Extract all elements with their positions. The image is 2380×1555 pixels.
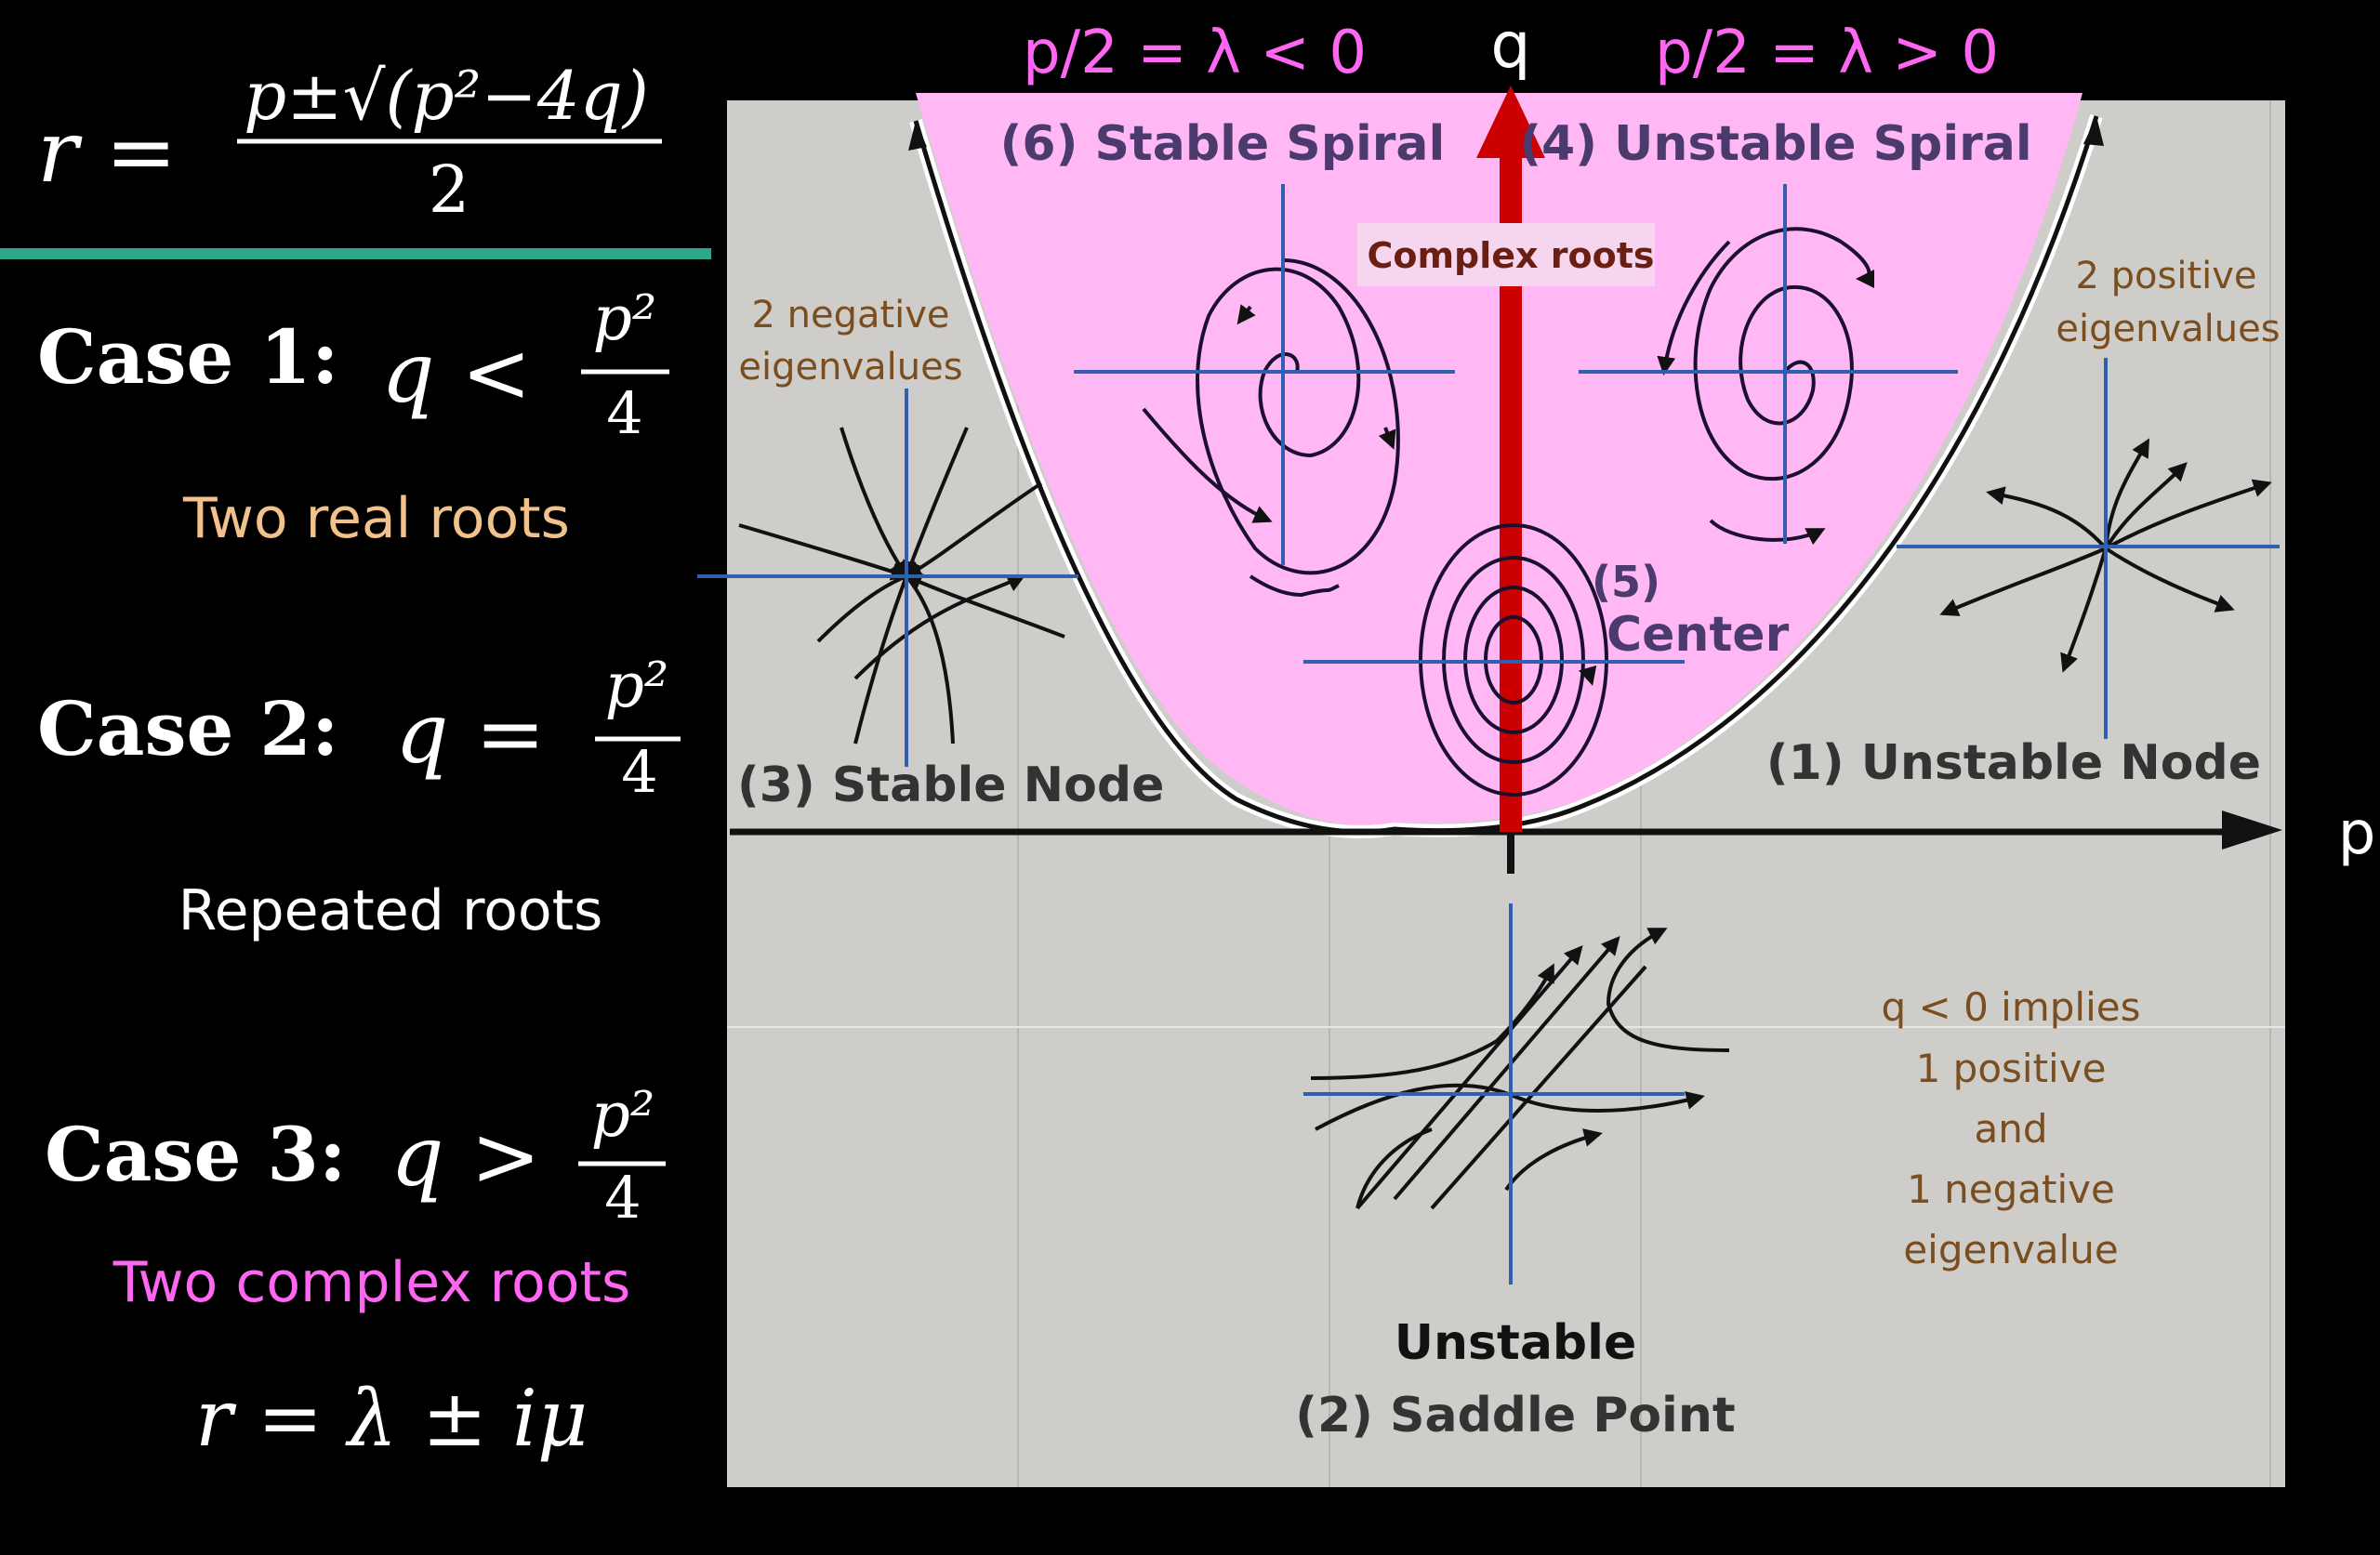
complex-roots-label: Complex roots xyxy=(1367,235,1654,276)
q-axis-letter: q xyxy=(1490,9,1530,83)
unstable-spiral-axes xyxy=(1579,184,1958,544)
stable-node-axes xyxy=(697,389,1078,767)
case-2-description: Repeated roots xyxy=(178,878,603,943)
case-1-numerator: p² xyxy=(593,283,657,354)
unstable-node-axes xyxy=(1897,358,2280,739)
case-2-denominator: 4 xyxy=(621,738,657,806)
stable-node-portrait xyxy=(738,427,1065,745)
formula-denominator: 2 xyxy=(429,152,470,228)
case-2-numerator: p² xyxy=(605,650,669,721)
complex-roots-bg xyxy=(1357,223,1655,286)
q-axis-arrow xyxy=(1476,86,1545,158)
complex-root-formula: r = λ ± iμ xyxy=(195,1373,588,1464)
case-3-numerator: p² xyxy=(591,1079,655,1151)
formula-panel: r = p±√(p²−4q) 2 xyxy=(0,57,711,259)
neg-eig-line2: eigenvalues xyxy=(738,346,962,389)
formula-numerator: p±√(p²−4q) xyxy=(244,57,649,135)
center-label: Center xyxy=(1606,607,1790,663)
unstable-spiral-label: (4) Unstable Spiral xyxy=(1519,116,2031,172)
case-1-label: Case 1: xyxy=(37,313,339,401)
case-1-description: Two real roots xyxy=(182,486,570,551)
center-number-label: (5) xyxy=(1592,557,1660,607)
q-neg-line3: and xyxy=(1974,1106,2047,1152)
stable-node-label: (3) Stable Node xyxy=(737,758,1164,813)
pos-eig-line2: eigenvalues xyxy=(2056,308,2280,350)
stable-spiral-axes xyxy=(1074,184,1455,565)
q-neg-line5: eigenvalue xyxy=(1903,1227,2118,1272)
p-axis-letter: p xyxy=(2338,799,2376,868)
stable-spiral-portrait xyxy=(1142,258,1400,598)
q-neg-line4: 1 negative xyxy=(1907,1166,2115,1212)
unstable-node-label: (1) Unstable Node xyxy=(1766,735,2261,791)
case-3-description: Two complex roots xyxy=(112,1250,630,1315)
case-1: Case 1: q < p² 4 Two real roots xyxy=(37,283,669,551)
case-2-label: Case 2: xyxy=(37,685,339,772)
case-2: Case 2: q = p² 4 Repeated roots xyxy=(37,650,681,943)
saddle-point-label: (2) Saddle Point xyxy=(1295,1388,1736,1443)
top-label-negative: p/2 = λ < 0 xyxy=(1023,19,1367,87)
saddle-unstable-label: Unstable xyxy=(1395,1315,1636,1371)
neg-eig-line1: 2 negative xyxy=(751,294,949,336)
case-2-relation: q = xyxy=(395,685,546,783)
saddle-portrait xyxy=(1310,928,1730,1210)
saddle-axes xyxy=(1303,903,1685,1285)
eigenvalue-notes: 2 negative eigenvalues 2 positive eigenv… xyxy=(738,255,2280,1272)
teal-divider xyxy=(0,248,711,259)
case-1-relation: q < xyxy=(381,324,532,422)
parabola-arrow-right xyxy=(2083,116,2104,146)
q-neg-line1: q < 0 implies xyxy=(1882,984,2141,1030)
case-3-label: Case 3: xyxy=(45,1111,347,1198)
case-3: Case 3: q > p² 4 Two complex roots xyxy=(45,1079,666,1315)
diagram-panel: Complex roots xyxy=(697,86,2285,1487)
p-axis-arrow xyxy=(2222,810,2282,850)
case-3-denominator: 4 xyxy=(604,1164,641,1232)
q-neg-line2: 1 positive xyxy=(1916,1046,2107,1091)
formula-lhs: r = xyxy=(37,102,177,202)
stable-spiral-label: (6) Stable Spiral xyxy=(1000,116,1446,172)
unstable-node-portrait xyxy=(1939,438,2272,673)
case-3-relation: q > xyxy=(390,1108,541,1206)
complex-region xyxy=(916,93,2082,825)
case-1-denominator: 4 xyxy=(606,379,642,447)
parabola-arrow-left xyxy=(908,121,927,151)
pos-eig-line1: 2 positive xyxy=(2075,255,2256,297)
top-label-positive: p/2 = λ > 0 xyxy=(1655,19,1999,87)
